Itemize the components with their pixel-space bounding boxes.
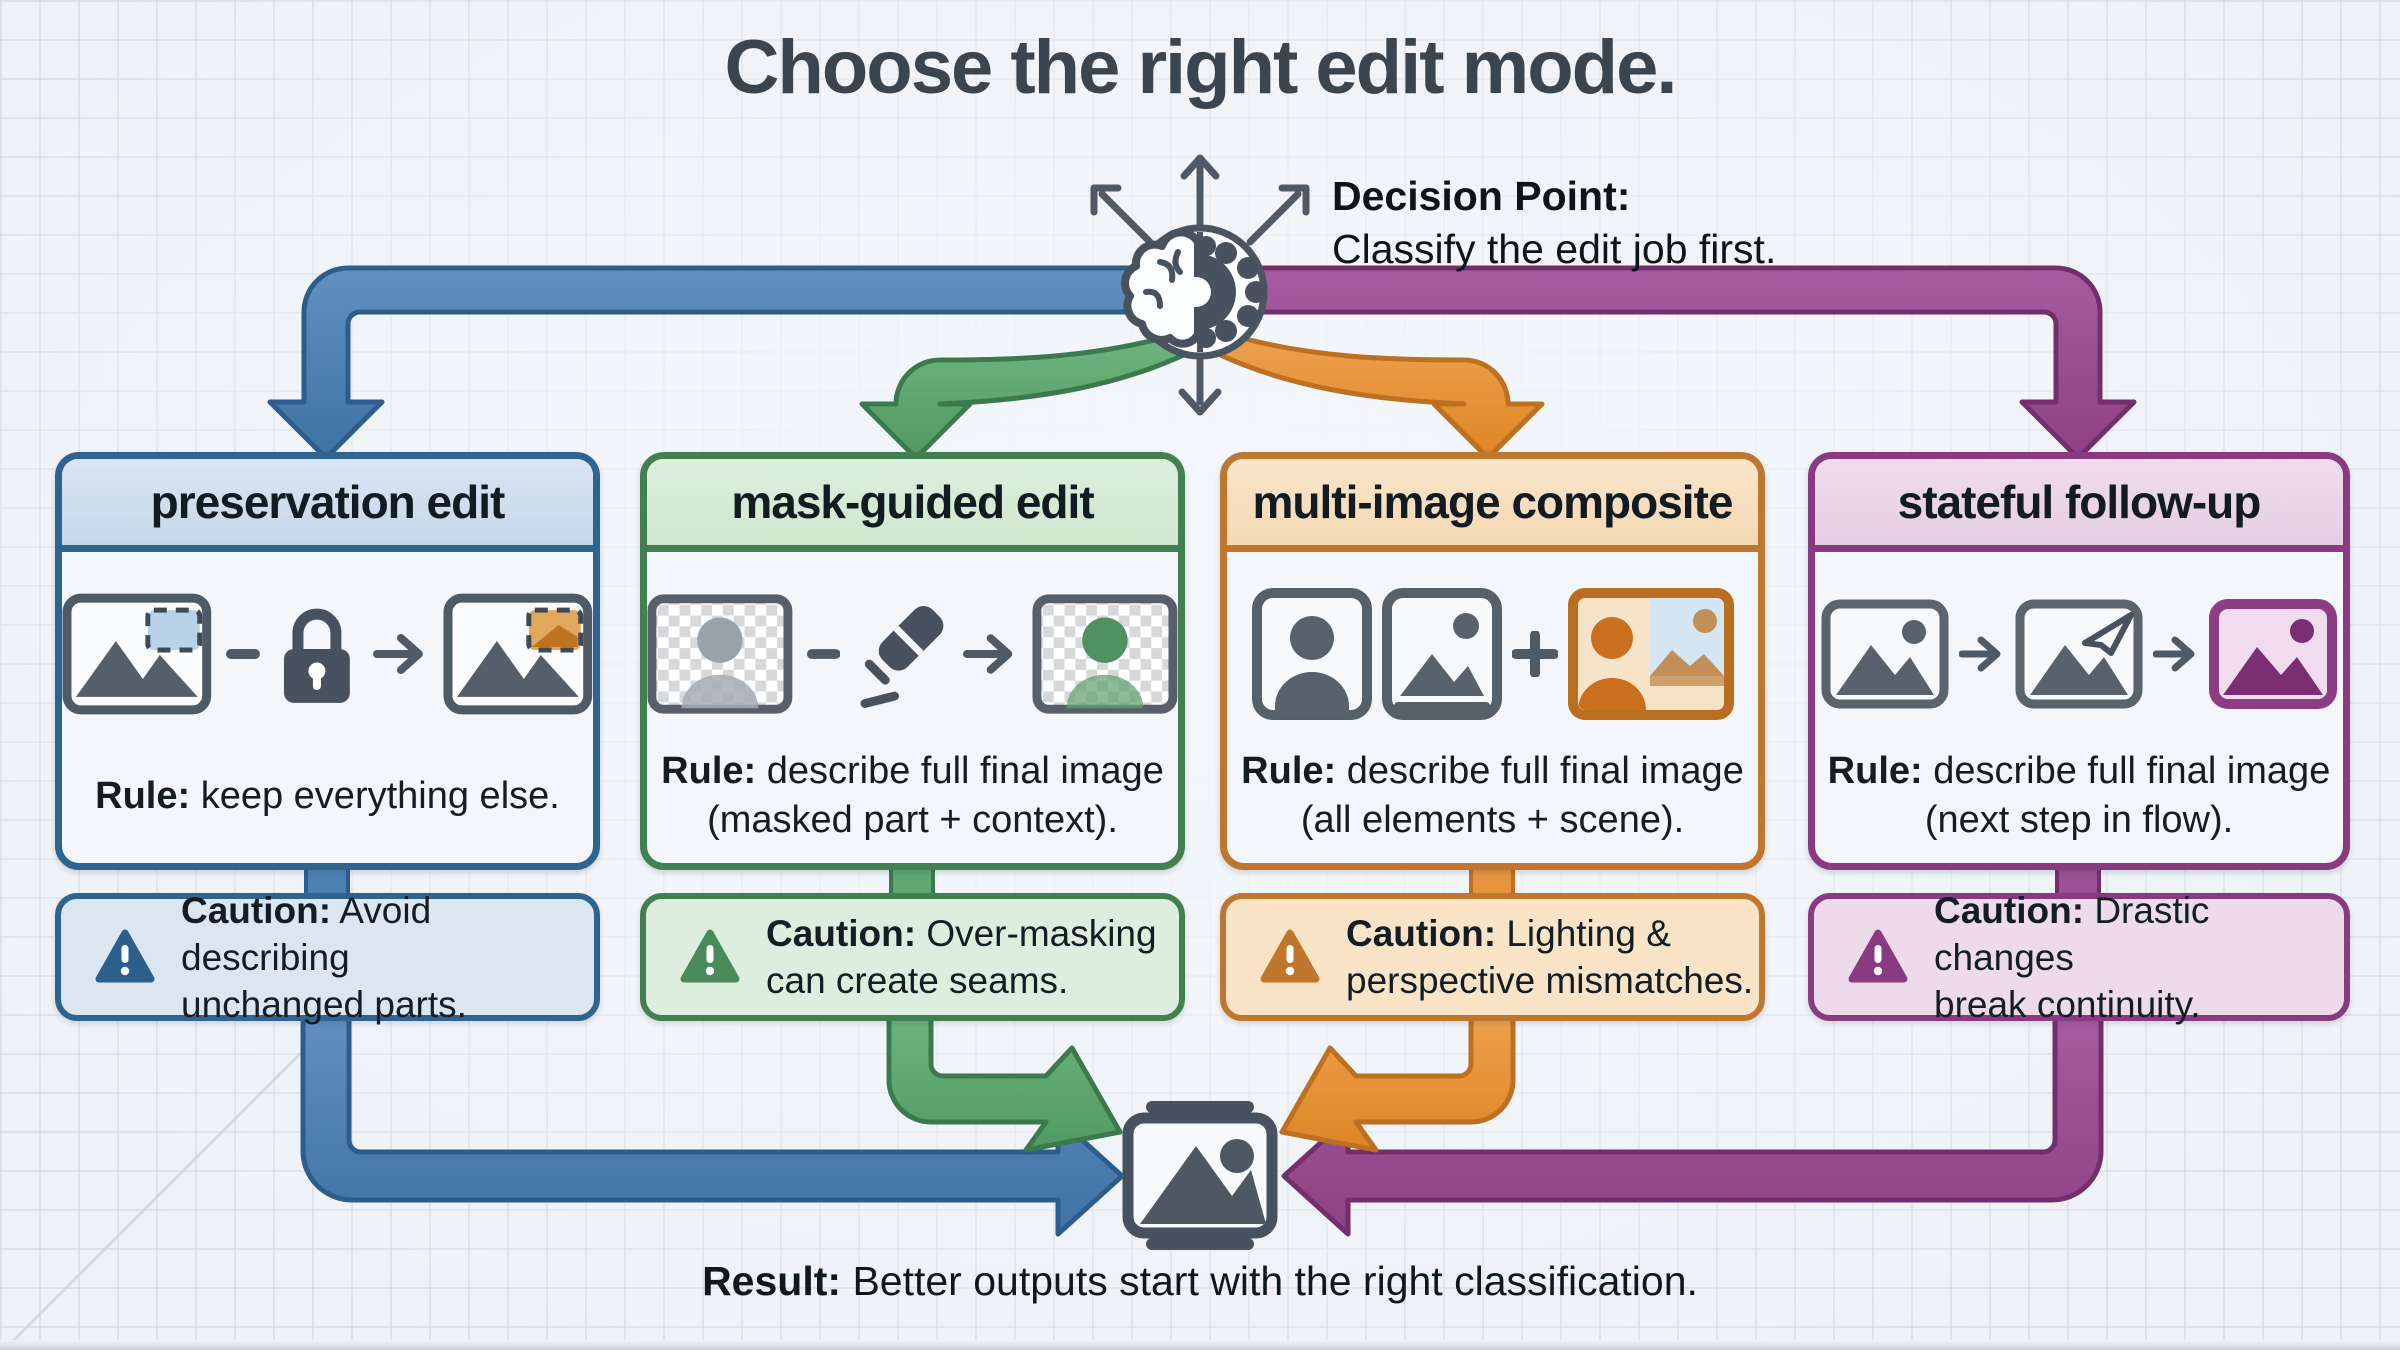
rule-label: Rule: [95, 774, 191, 817]
composite-icon-row [1227, 579, 1758, 729]
card-header-preservation: preservation edit [62, 459, 593, 552]
stateful-icon-row [1815, 579, 2343, 729]
image-with-locked-region-icon [62, 593, 212, 715]
brain-gear-icon [1121, 228, 1267, 348]
decision-radiating-arrows [1090, 154, 1310, 416]
decision-node [1121, 224, 1268, 360]
arrow-decision-to-preservation [267, 265, 1173, 461]
arrow-orange-to-result [1279, 1011, 1516, 1153]
caution-stateful: Caution: Drastic changes break continuit… [1808, 890, 2350, 1025]
landscape-image-cursor-icon [2015, 599, 2143, 709]
rule-label: Rule: [661, 750, 757, 792]
caution-text: Caution: Drastic changes break continuit… [1934, 889, 2210, 1025]
radiate-upleft-arrowhead-icon [1090, 184, 1122, 216]
warning-triangle-icon [1260, 929, 1320, 983]
rule-label: Rule: [1827, 750, 1923, 792]
minus-icon [806, 649, 841, 659]
result-label: Result: [702, 1258, 842, 1304]
warning-triangle-icon [680, 929, 740, 983]
composite-image-icon [1567, 588, 1734, 720]
arrow-right-icon [962, 634, 1013, 674]
card-stateful-follow-up: stateful follow-up [1808, 452, 2350, 870]
arrow-green-to-result [886, 1011, 1123, 1153]
arrow-right-icon [373, 634, 424, 674]
arrow-right-icon [1959, 636, 2001, 672]
rule-text: Rule: keep everything else. [95, 774, 560, 817]
arrow-purple-to-result [1281, 1011, 2104, 1237]
landscape-image-icon [1821, 599, 1949, 709]
caution-text: Caution: Lighting & perspective mismatch… [1346, 913, 1754, 1001]
paper-bottom-edge [0, 1340, 2400, 1350]
radiate-down-arrowhead-icon [1178, 388, 1222, 416]
decision-label-text: Classify the edit job first. [1332, 226, 1777, 272]
rule-text: Rule: describe full final image (next st… [1827, 750, 2331, 841]
rule-text: Rule: describe full final image (masked … [661, 750, 1164, 841]
result-text: Better outputs start with the right clas… [852, 1258, 1698, 1304]
arrow-decision-to-stateful [1231, 265, 2137, 461]
radiate-upleft-shaft [1098, 190, 1154, 246]
caution-label: Caution: [1934, 889, 2085, 931]
masked-person-image-icon [647, 594, 793, 714]
card-header-composite: multi-image composite [1227, 459, 1758, 552]
caution-mask: Caution: Over-masking can create seams. [640, 893, 1185, 1021]
radiate-upright-arrowhead-icon [1278, 184, 1310, 216]
radiate-upright-shaft [1246, 190, 1302, 246]
card-title: preservation edit [150, 476, 506, 528]
preservation-icon-row [62, 579, 593, 729]
mask-icon-row [647, 579, 1178, 729]
caution-label: Caution: [1346, 913, 1497, 954]
card-multi-image-composite: multi-image composite [1220, 452, 1765, 870]
minus-icon [225, 649, 260, 659]
card-header-mask: mask-guided edit [647, 459, 1178, 552]
rule-label: Rule: [1241, 750, 1337, 792]
eraser-icon [860, 606, 944, 708]
decision-label: Decision Point: Classify the edit job fi… [1332, 170, 1776, 276]
card-header-stateful: stateful follow-up [1815, 459, 2343, 552]
caution-label: Caution: [766, 913, 917, 954]
caution-text: Caution: Avoid describing unchanged part… [181, 889, 467, 1025]
landscape-image-result-icon [2209, 599, 2337, 709]
caution-composite: Caution: Lighting & perspective mismatch… [1220, 893, 1765, 1021]
masked-person-filled-image-icon [1032, 594, 1178, 714]
plus-icon [1511, 631, 1558, 677]
card-preservation-edit: preservation edit [55, 452, 600, 870]
decision-label-bold: Decision Point: [1332, 173, 1631, 219]
image-with-edited-region-icon [443, 593, 593, 715]
card-mask-guided-edit: mask-guided edit [640, 452, 1185, 870]
caution-preservation: Caution: Avoid describing unchanged part… [55, 890, 600, 1025]
caution-label: Caution: [181, 889, 332, 931]
arrow-blue-to-result [300, 1011, 1125, 1237]
grid-diagonal-line [6, 1032, 322, 1348]
lock-icon [283, 608, 350, 703]
arrow-right-icon [2153, 636, 2195, 672]
radiate-up-arrowhead-icon [1180, 154, 1220, 180]
page-title: Choose the right edit mode. [724, 25, 1678, 110]
landscape-image-icon [1381, 588, 1502, 720]
warning-triangle-icon [1848, 929, 1908, 983]
arrow-decision-to-mask [859, 333, 1193, 461]
rule-text: Rule: describe full final image (all ele… [1241, 750, 1744, 841]
person-image-icon [1251, 588, 1372, 720]
arrow-decision-to-composite [1211, 333, 1545, 461]
caution-text: Caution: Over-masking can create seams. [766, 913, 1157, 1001]
card-title: multi-image composite [1252, 476, 1734, 528]
cursor-icon [2082, 612, 2134, 656]
warning-triangle-icon [95, 929, 155, 983]
result-caption: Result: Better outputs start with the ri… [0, 1258, 2400, 1305]
result-image-icon [1122, 1101, 1278, 1250]
card-title: mask-guided edit [731, 476, 1094, 528]
card-title: stateful follow-up [1897, 476, 2262, 528]
